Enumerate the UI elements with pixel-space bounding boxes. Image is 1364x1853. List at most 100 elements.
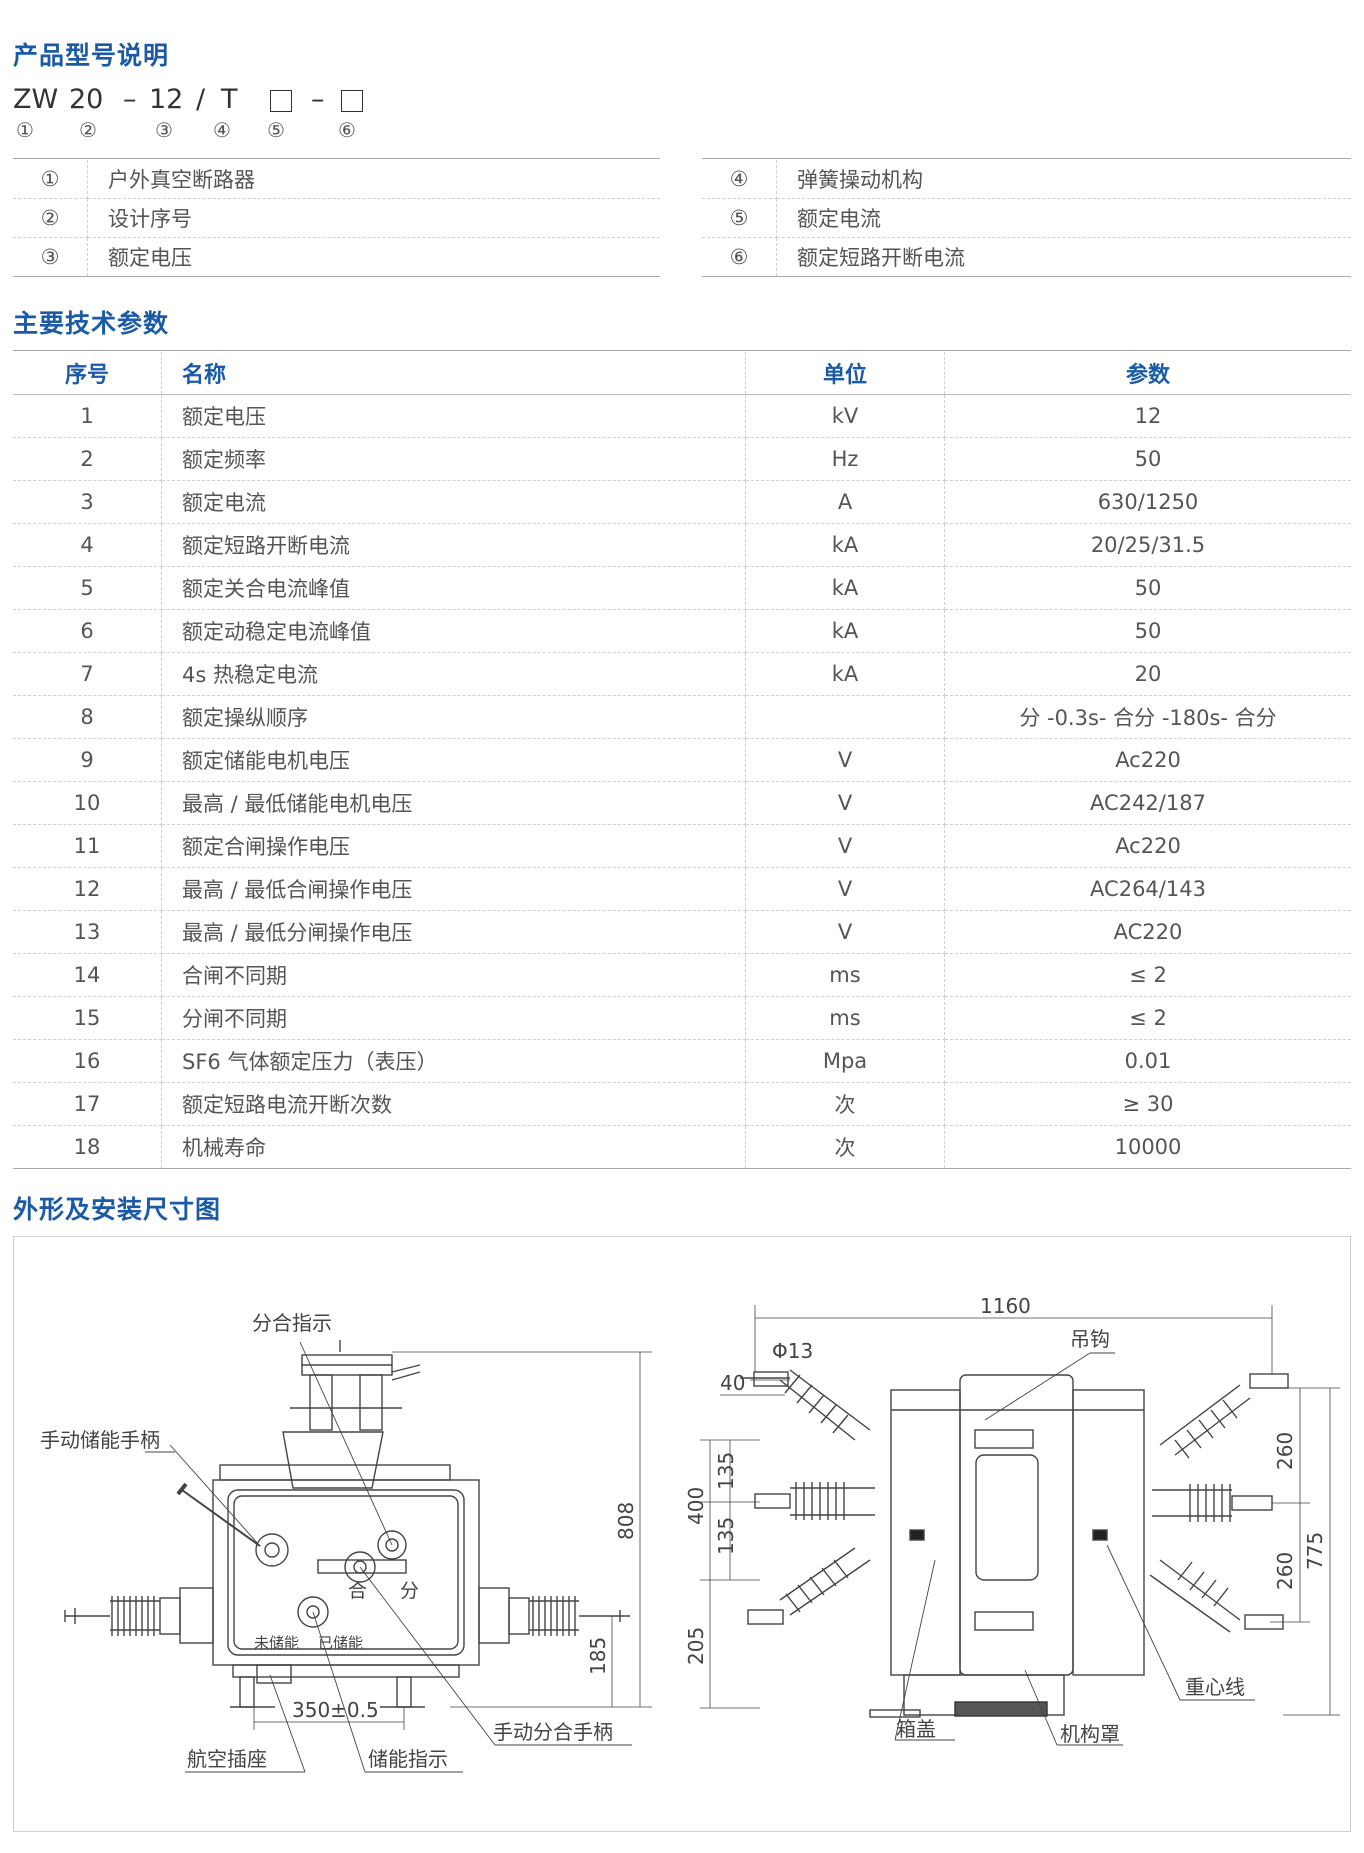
circled-6: ⑥ xyxy=(338,118,356,142)
param-value-cell: Ac220 xyxy=(944,738,1351,782)
header-num: 序号 xyxy=(13,352,162,395)
front-right-insulator xyxy=(529,1596,579,1636)
param-num-cell: 4 xyxy=(13,523,162,567)
param-num-cell: 11 xyxy=(13,824,162,868)
param-name-cell: 分闸不同期 xyxy=(161,996,746,1040)
model-part-dash2: – xyxy=(311,84,325,115)
param-name-cell: 额定电压 xyxy=(161,394,746,438)
dim-350: 350±0.5 xyxy=(292,1698,379,1722)
param-name-cell: 4s 热稳定电流 xyxy=(161,652,746,696)
param-num-cell: 13 xyxy=(13,910,162,954)
charge-indicator-knob xyxy=(297,1596,329,1628)
model-part-slash: / xyxy=(196,84,206,115)
param-value-cell: AC264/143 xyxy=(944,867,1351,911)
label-uncharged: 未储能 xyxy=(254,1634,299,1652)
param-name-cell: 额定电流 xyxy=(161,480,746,524)
param-value-cell: 20/25/31.5 xyxy=(944,523,1351,567)
param-value-cell: ≥ 30 xyxy=(944,1082,1351,1126)
param-value-cell: 50 xyxy=(944,437,1351,481)
side-right-lower-insulator xyxy=(1149,1559,1241,1633)
front-left-insulator xyxy=(110,1596,160,1636)
label-hook: 吊钩 xyxy=(1070,1327,1110,1351)
model-box-current xyxy=(270,90,292,112)
side-left-upper-insulator xyxy=(779,1369,871,1441)
manual-charge-knob xyxy=(255,1533,289,1567)
dim-205: 205 xyxy=(684,1627,708,1665)
param-name-cell: SF6 气体额定压力（表压） xyxy=(161,1039,746,1083)
label-close: 合 xyxy=(348,1580,367,1602)
param-value-cell: AC242/187 xyxy=(944,781,1351,825)
param-num-cell: 8 xyxy=(13,695,162,739)
param-unit-cell xyxy=(745,695,945,739)
side-right-upper-insulator xyxy=(1159,1384,1251,1459)
param-name-cell: 额定短路开断电流 xyxy=(161,523,746,567)
dim-808: 808 xyxy=(614,1502,638,1540)
dim-135-lower: 135 xyxy=(714,1517,738,1555)
param-value-cell: ≤ 2 xyxy=(944,953,1351,997)
header-value: 参数 xyxy=(944,352,1351,395)
param-name-cell: 额定关合电流峰值 xyxy=(161,566,746,610)
right-table-top-rule xyxy=(702,158,1351,159)
front-top-hood xyxy=(282,1431,384,1489)
dim-1160: 1160 xyxy=(980,1294,1031,1318)
param-value-cell: 分 -0.3s- 合分 -180s- 合分 xyxy=(944,695,1351,739)
param-unit-cell: V xyxy=(745,738,945,782)
mechanism-cover-shape xyxy=(954,1701,1048,1717)
circled-4: ④ xyxy=(213,118,231,142)
param-unit-cell: Hz xyxy=(745,437,945,481)
param-value-cell: 50 xyxy=(944,566,1351,610)
aviation-socket-shape xyxy=(256,1664,292,1684)
manual-switch-knob xyxy=(344,1551,376,1583)
param-num-cell: 15 xyxy=(13,996,162,1040)
model-explanation-title: 产品型号说明 xyxy=(13,41,170,70)
param-unit-cell: Mpa xyxy=(745,1039,945,1083)
model-part-t: T xyxy=(221,84,238,115)
label-mechanism-cover: 机构罩 xyxy=(1060,1722,1120,1746)
param-name-cell: 合闸不同期 xyxy=(161,953,746,997)
param-unit-cell: ms xyxy=(745,953,945,997)
dim-775: 775 xyxy=(1303,1532,1327,1570)
param-value-cell: 12 xyxy=(944,394,1351,438)
label-aviation-socket: 航空插座 xyxy=(187,1747,267,1771)
param-unit-cell: 次 xyxy=(745,1082,945,1126)
side-left-mid-insulator xyxy=(790,1482,875,1520)
param-name-cell: 额定短路电流开断次数 xyxy=(161,1082,746,1126)
param-num-cell: 7 xyxy=(13,652,162,696)
tech-params-title: 主要技术参数 xyxy=(13,309,170,338)
param-num-cell: 1 xyxy=(13,394,162,438)
param-unit-cell: kA xyxy=(745,609,945,653)
circled-3: ③ xyxy=(155,118,173,142)
dimensions-title: 外形及安装尺寸图 xyxy=(13,1195,222,1224)
label-charge-indicator: 储能指示 xyxy=(368,1747,448,1771)
param-num-cell: 14 xyxy=(13,953,162,997)
circled-2: ② xyxy=(79,118,97,142)
dim-260-upper: 260 xyxy=(1273,1432,1297,1470)
param-unit-cell: V xyxy=(745,781,945,825)
param-unit-cell: V xyxy=(745,824,945,868)
param-name-cell: 额定频率 xyxy=(161,437,746,481)
param-value-cell: 20 xyxy=(944,652,1351,696)
param-name-cell: 最高 / 最低合闸操作电压 xyxy=(161,867,746,911)
dim-400: 400 xyxy=(684,1487,708,1525)
param-num-cell: 3 xyxy=(13,480,162,524)
model-part-12: 12 xyxy=(149,84,184,115)
param-unit-cell: kA xyxy=(745,523,945,567)
model-part-zw: ZW xyxy=(13,84,59,115)
param-unit-cell: A xyxy=(745,480,945,524)
